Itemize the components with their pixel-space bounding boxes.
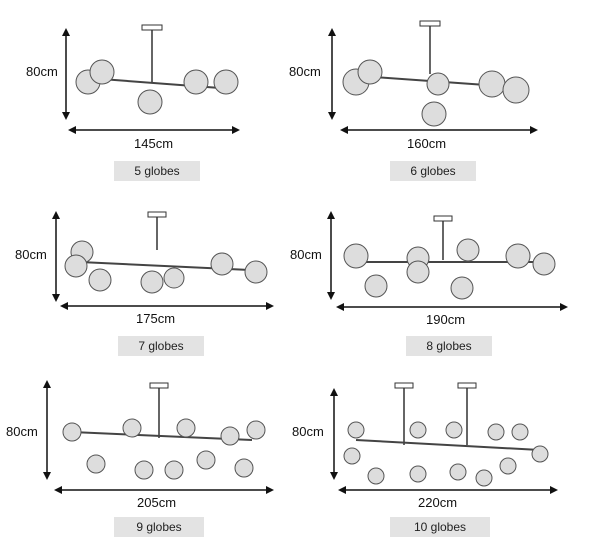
width-label: 175cm [136, 311, 176, 326]
globe-count-label: 6 globes [390, 161, 476, 181]
width-label: 145cm [134, 136, 174, 151]
height-label: 80cm [15, 247, 47, 262]
width-label: 220cm [418, 495, 458, 510]
globe-count-label: 8 globes [406, 336, 492, 356]
height-label: 80cm [6, 424, 38, 439]
globe-count-label: 9 globes [114, 517, 204, 537]
height-label: 80cm [290, 247, 322, 262]
globe-count-label: 7 globes [118, 336, 204, 356]
width-label: 190cm [426, 312, 466, 327]
globe-count-label: 5 globes [114, 161, 200, 181]
height-label: 80cm [289, 64, 321, 79]
width-label: 160cm [407, 136, 447, 151]
globe-count-label: 10 globes [390, 517, 490, 537]
height-label: 80cm [26, 64, 58, 79]
height-label: 80cm [292, 424, 324, 439]
width-label: 205cm [137, 495, 177, 510]
